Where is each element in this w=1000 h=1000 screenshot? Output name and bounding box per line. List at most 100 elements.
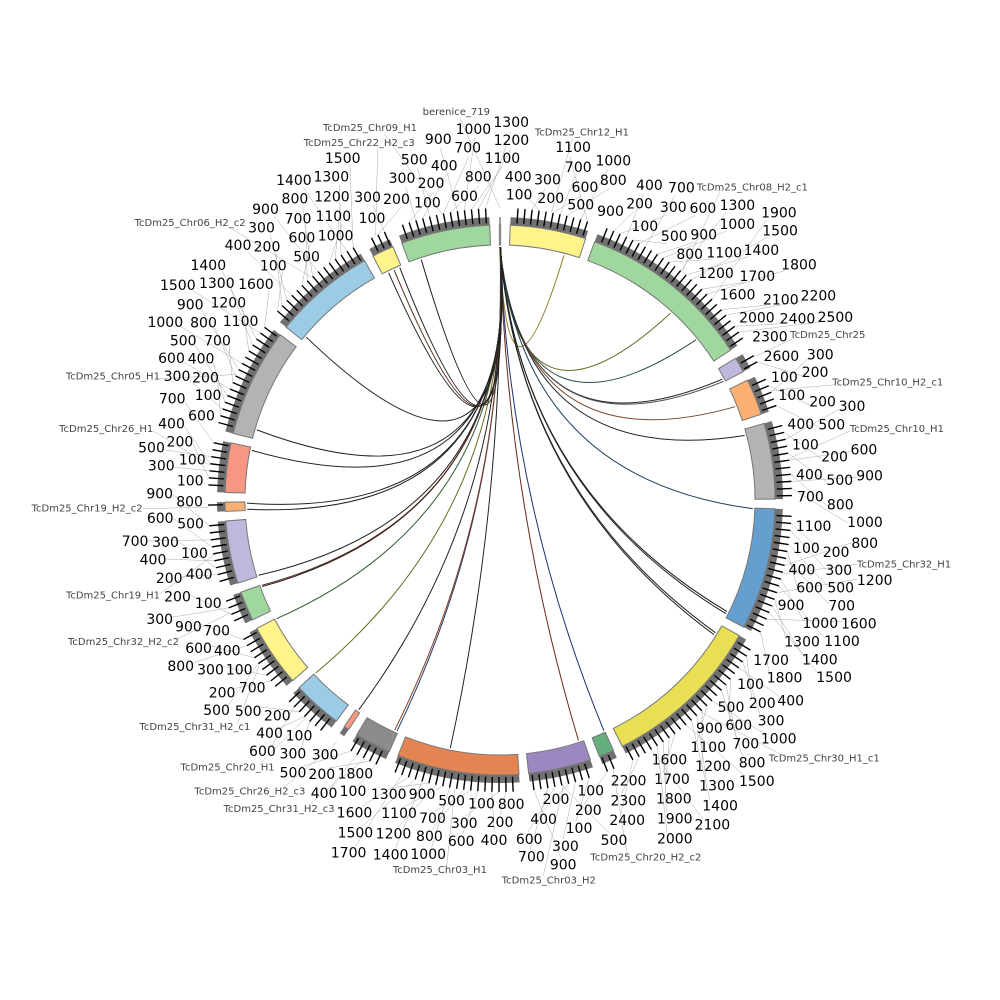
segment-band[interactable] — [240, 584, 272, 621]
label-leader-line — [645, 195, 676, 247]
segment-band[interactable] — [744, 422, 776, 500]
tick-label: 200 — [749, 696, 776, 712]
segment-tcdm25_chr05_h1[interactable] — [218, 326, 297, 439]
segment-tcdm25_chr12_h1[interactable] — [508, 208, 589, 259]
segment-tcdm25_chr10_h2_c1[interactable] — [728, 376, 777, 422]
tick-label: 100 — [414, 196, 441, 212]
tick-label: 300 — [354, 190, 381, 206]
label-leader-line — [663, 741, 667, 813]
tick-label: 500 — [818, 417, 845, 433]
segment-tcdm25_chr30_h1_c1[interactable] — [612, 625, 751, 761]
segment-label: TcDm25_Chr19_H1 — [65, 591, 160, 602]
segment-band[interactable] — [224, 442, 252, 494]
segment-berenice_719[interactable] — [498, 216, 502, 246]
tick-mark — [774, 534, 790, 539]
segment-band[interactable] — [587, 241, 732, 362]
segment-band[interactable] — [224, 501, 246, 512]
segment-tcdm25_chr32_h2_c2[interactable] — [225, 584, 272, 624]
segment-tcdm25_chr10_h1[interactable] — [744, 421, 792, 500]
tick-label: 1400 — [802, 653, 838, 669]
tick-mark — [705, 685, 718, 697]
segment-band[interactable] — [256, 618, 309, 682]
tick-label: 1300 — [371, 787, 407, 803]
segment-band[interactable] — [508, 224, 587, 259]
segment-label: TcDm25_Chr20_H1 — [180, 763, 275, 774]
tick-label: 900 — [252, 202, 279, 218]
tick-label: 200 — [164, 589, 191, 605]
label-leader-line — [394, 782, 429, 788]
segment-band[interactable] — [298, 673, 349, 722]
tick-label: 300 — [197, 662, 224, 678]
tick-mark — [233, 614, 249, 622]
tick-label: 1900 — [657, 812, 693, 828]
segment-tcdm25_chr03_h2[interactable] — [525, 740, 593, 791]
tick-mark — [210, 537, 226, 541]
segment-tcdm25_chr19_h2_c2[interactable] — [208, 501, 246, 512]
segment-tcdm25_chr20_h1[interactable] — [288, 673, 349, 731]
tick-mark — [211, 456, 227, 460]
tick-label: 100 — [195, 388, 222, 404]
segment-tcdm25_chr22_h2_c3[interactable] — [369, 231, 402, 275]
tick-mark — [256, 338, 270, 348]
tick-mark — [730, 653, 744, 663]
segment-tcdm25_chr32_h1[interactable] — [725, 507, 792, 633]
segment-band[interactable] — [343, 709, 361, 731]
label-leader-line — [221, 666, 267, 676]
segment-band[interactable] — [285, 259, 376, 341]
segment-band[interactable] — [591, 731, 615, 758]
label-leader-line — [738, 667, 780, 697]
segment-band[interactable] — [232, 334, 297, 439]
link-chord — [256, 246, 503, 457]
tick-label: 100 — [181, 546, 208, 562]
segment-band[interactable] — [725, 507, 776, 628]
segment-band[interactable] — [356, 716, 398, 753]
segment-tcdm25_chr20_h2_c2[interactable] — [591, 731, 617, 772]
label-leader-line — [575, 777, 590, 822]
tick-label: 900 — [597, 204, 624, 220]
link-chord — [499, 246, 753, 510]
label-leader-line — [485, 131, 511, 209]
segment-tcdm25_chr09_h1[interactable] — [398, 208, 492, 263]
tick-label: 100 — [468, 797, 495, 813]
segment-band[interactable] — [612, 625, 740, 748]
tick-label: 800 — [827, 498, 854, 514]
label-leader-line — [459, 118, 501, 209]
tick-mark — [301, 284, 313, 297]
tick-label: 400 — [481, 833, 508, 849]
segment-band[interactable] — [525, 740, 592, 775]
tick-label: 600 — [796, 580, 823, 596]
tick-label: 900 — [175, 619, 202, 635]
tick-mark — [654, 257, 665, 271]
tick-label: 1200 — [695, 759, 731, 775]
segment-tcdm25_chr31_h2_c3[interactable] — [350, 716, 398, 765]
tick-label: 1500 — [816, 670, 852, 686]
link-chord — [246, 246, 503, 505]
tick-mark — [296, 289, 308, 302]
segment-band[interactable] — [401, 224, 492, 263]
tick-label: 2100 — [695, 818, 731, 834]
segment-tcdm25_chr08_h2_c1[interactable] — [587, 228, 744, 362]
label-leader-line — [711, 219, 767, 300]
tick-mark — [218, 421, 234, 428]
tick-label: 600 — [448, 834, 475, 850]
segment-tcdm25_chr06_h2_c2[interactable] — [276, 247, 376, 341]
tick-mark — [583, 763, 590, 779]
segment-tcdm25_chr25[interactable] — [717, 354, 758, 382]
segment-band[interactable] — [372, 246, 402, 275]
tick-label: 2200 — [801, 288, 837, 304]
tick-mark — [648, 732, 659, 747]
segment-tcdm25_chr19_h1[interactable] — [209, 518, 258, 586]
tick-label: 200 — [802, 365, 829, 381]
segment-band[interactable] — [225, 518, 258, 584]
segment-label: TcDm25_Chr26_H2_c3 — [193, 787, 305, 798]
label-leader-line — [580, 168, 609, 220]
segment-band[interactable] — [728, 379, 762, 422]
segment-tcdm25_chr26_h1[interactable] — [208, 441, 252, 494]
segment-tcdm25_chr03_h1[interactable] — [394, 736, 520, 793]
segment-band[interactable] — [397, 736, 520, 776]
tick-label: 1500 — [739, 774, 775, 790]
segment-tcdm25_chr26_h2_c3[interactable] — [339, 709, 361, 737]
segment-tcdm25_chr31_h2_c1[interactable] — [243, 618, 309, 687]
segment-band[interactable] — [717, 357, 744, 382]
segment-band[interactable] — [498, 224, 502, 246]
